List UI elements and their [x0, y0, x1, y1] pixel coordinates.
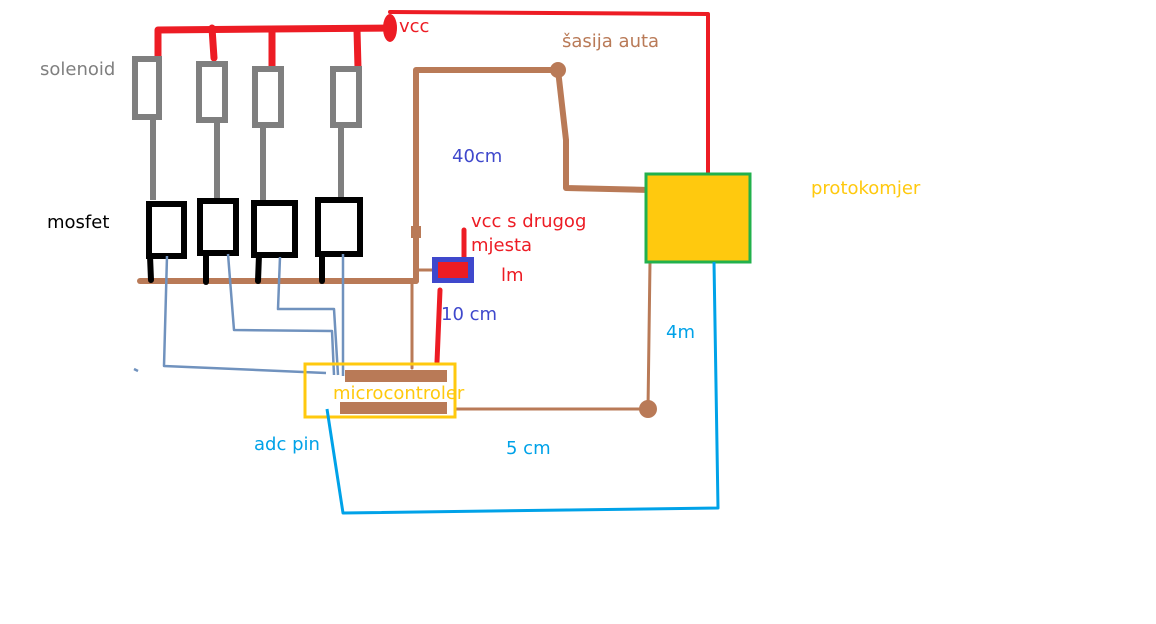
flowmeter-label: protokomjer [811, 178, 921, 199]
vcc-wiring [154, 10, 710, 365]
vcc-lm-output [434, 287, 443, 365]
chassis-riser [413, 67, 561, 284]
lm-regulator-fill [438, 262, 468, 278]
vcc-other-source-label-line2: mjesta [471, 235, 533, 256]
distance-4m-label: 4m [666, 322, 695, 343]
chassis-to-flowmeter [555, 67, 653, 193]
microcontroller-outline [303, 362, 457, 419]
vcc-node [383, 14, 397, 42]
distance-5cm-label: 5 cm [506, 438, 551, 459]
vcc-label: vcc [399, 16, 430, 37]
solenoid-label: solenoid [40, 59, 116, 80]
solenoid-2 [196, 61, 228, 123]
chassis-node [550, 62, 566, 78]
mcu-to-flowmeter-ground [453, 260, 652, 411]
microcontroller-pinbar-bottom [340, 402, 447, 414]
mosfet-1-source [147, 253, 154, 283]
mosfet-label: mosfet [47, 212, 110, 233]
mosfet-3 [251, 200, 298, 258]
solenoids [132, 56, 362, 200]
gate-wire-stub [133, 367, 139, 373]
vcc-bus [154, 24, 394, 62]
adc-pin-label: adc pin [254, 434, 320, 455]
distance-10cm-label: 10 cm [441, 304, 498, 325]
chassis-label: šasija auta [562, 31, 660, 52]
mosfet-2 [197, 198, 239, 256]
vcc-drop-2 [208, 24, 218, 62]
vcc-drop-4 [353, 26, 362, 72]
distance-40cm-label: 40cm [452, 146, 503, 167]
flowmeter-ground-node [639, 400, 657, 418]
mosfet-4 [315, 197, 363, 257]
adc-wire [325, 261, 720, 515]
mosfet-1 [146, 201, 187, 259]
lm-label: lm [501, 265, 524, 286]
chassis-stub [411, 226, 421, 238]
gate-wiring [133, 253, 345, 376]
gate-wire-3 [276, 256, 340, 376]
mosfets [146, 197, 363, 285]
solenoid-4 [330, 66, 362, 128]
microcontroller-pinbar-top [345, 370, 447, 382]
gate-wire-1 [162, 255, 327, 375]
vcc-other-source-label: vcc s drugog [471, 211, 587, 232]
gate-wire-2 [226, 253, 336, 376]
solenoid-3 [252, 66, 284, 128]
microcontroller-label: microcontroler [333, 383, 465, 404]
solenoid-1 [132, 56, 162, 120]
vcc-to-flowmeter [388, 10, 710, 188]
mosfet-3-source [255, 252, 262, 284]
flowmeter [644, 172, 752, 264]
